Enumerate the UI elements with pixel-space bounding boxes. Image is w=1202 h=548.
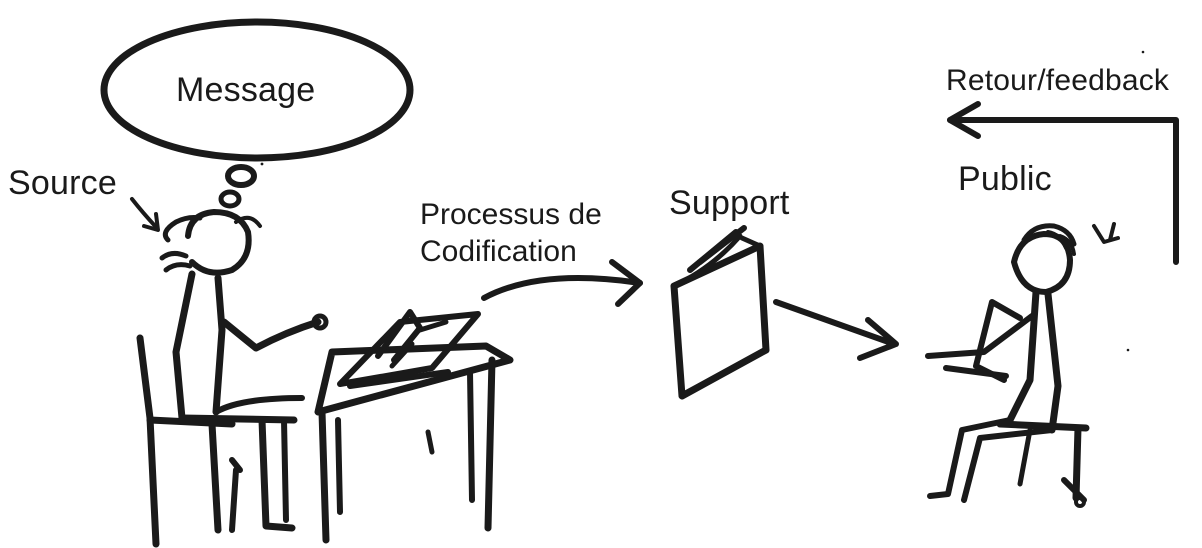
source-desk <box>314 342 514 544</box>
source-person <box>159 209 329 533</box>
message-bubble <box>100 18 414 209</box>
speck <box>1141 50 1145 54</box>
encoding-process-label: Processus de Codification <box>420 196 602 270</box>
public-label: Public <box>958 160 1052 198</box>
transmission-arrow <box>773 299 899 361</box>
public-chair <box>996 420 1090 508</box>
source-label: Source <box>8 164 117 202</box>
encoding-arrow <box>481 259 643 307</box>
source-pointer-arrow <box>130 197 160 232</box>
message-label: Message <box>176 71 316 109</box>
thought-dot-large <box>225 164 257 188</box>
encoding-process-line-1: Processus de <box>420 198 602 231</box>
speck <box>1126 348 1130 352</box>
encoding-process-line-2: Codification <box>420 235 577 268</box>
support-book-icon <box>670 225 770 400</box>
support-label: Support <box>669 184 790 222</box>
feedback-arrow <box>947 101 1179 265</box>
thought-dot-small <box>218 189 242 209</box>
open-book-on-desk <box>337 309 481 389</box>
speck <box>260 162 264 166</box>
source-chair <box>136 334 243 548</box>
feedback-label: Retour/feedback <box>946 64 1170 97</box>
public-person <box>925 223 1077 503</box>
public-pointer-arrow <box>1092 222 1120 244</box>
